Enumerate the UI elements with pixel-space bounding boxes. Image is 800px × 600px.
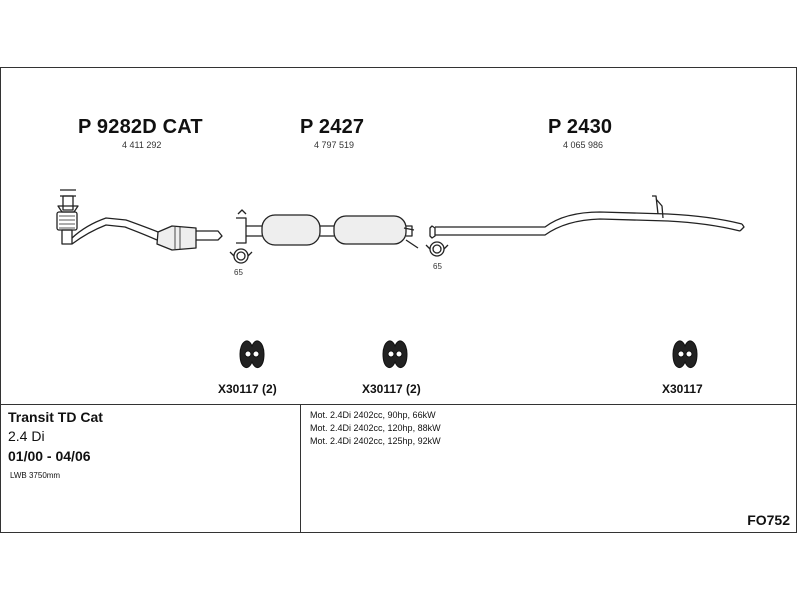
vehicle-dates: 01/00 - 04/06 — [8, 448, 91, 464]
clamp-icon-left — [229, 248, 253, 264]
part-number-catalyst: 4 411 292 — [122, 140, 162, 150]
hanger-label-2: X30117 (2) — [362, 382, 421, 396]
vehicle-engine: 2.4 Di — [8, 428, 45, 444]
part-code-middle-silencer: P 2427 — [300, 116, 365, 138]
hanger-label-3: X30117 — [662, 382, 703, 396]
part-number-tail-pipe: 4 065 986 — [563, 140, 604, 150]
diagram-frame — [0, 67, 797, 533]
part-number-middle-silencer: 4 797 519 — [314, 140, 355, 150]
hanger-label-1: X30117 (2) — [218, 382, 277, 396]
clamp-label-left: 65 — [234, 268, 243, 277]
part-code-tail-pipe: P 2430 — [548, 116, 613, 138]
info-divider-vertical — [300, 404, 301, 533]
clamp-icon-right — [425, 241, 449, 257]
hanger-icon-3 — [672, 340, 698, 369]
tail-pipe-part-illustration — [429, 195, 745, 239]
hanger-icon-2 — [382, 340, 408, 369]
info-divider-horizontal — [0, 404, 797, 405]
part-code-catalyst: P 9282D CAT — [78, 116, 203, 138]
reference-code: FO752 — [747, 512, 790, 528]
catalyst-part-illustration — [56, 189, 223, 251]
motor-item: Mot. 2.4Di 2402cc, 90hp, 66kW — [310, 410, 436, 420]
hanger-icon-1 — [239, 340, 265, 369]
motor-item: Mot. 2.4Di 2402cc, 125hp, 92kW — [310, 436, 441, 446]
vehicle-model: Transit TD Cat — [8, 409, 103, 425]
middle-silencer-part-illustration — [236, 209, 419, 249]
vehicle-note: LWB 3750mm — [10, 471, 61, 480]
clamp-label-right: 65 — [433, 262, 442, 271]
motor-item: Mot. 2.4Di 2402cc, 120hp, 88kW — [310, 423, 441, 433]
motor-list: Mot. 2.4Di 2402cc, 90hp, 66kW Mot. 2.4Di… — [310, 409, 441, 448]
